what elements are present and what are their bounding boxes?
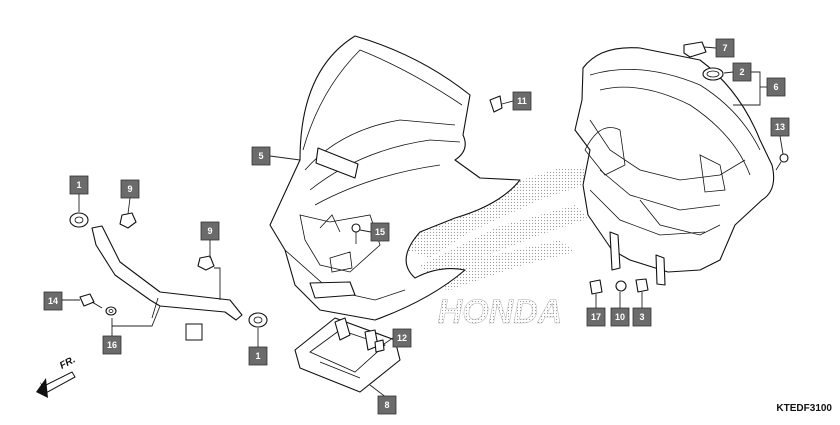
callout-label: 8	[384, 400, 389, 410]
headlight-case	[574, 47, 775, 286]
callout-10: 10	[610, 307, 630, 327]
callout-label: 12	[397, 333, 407, 343]
leader-lines	[62, 46, 784, 399]
part-1-grommet-upper	[69, 212, 89, 228]
callout-label: 9	[207, 226, 212, 236]
callout-label: 14	[48, 296, 58, 306]
part-1-grommet-lower	[248, 312, 268, 328]
callout-label: 10	[615, 312, 625, 322]
part-15-screw	[351, 223, 361, 244]
callout-1-upper: 1	[69, 175, 89, 195]
part-17-bolt	[589, 279, 603, 295]
callout-label: 17	[591, 312, 601, 322]
reference-box	[185, 323, 203, 341]
callout-14: 14	[43, 291, 63, 311]
front-direction-arrow-icon	[36, 371, 76, 398]
callout-16: 16	[102, 335, 122, 355]
honda-watermark-text: HONDA	[438, 293, 563, 331]
part-8-bracket	[294, 317, 401, 393]
callout-11: 11	[512, 91, 532, 111]
callout-label: 9	[127, 184, 132, 194]
part-11-clip	[489, 95, 503, 113]
callout-label: 15	[375, 227, 385, 237]
callout-17: 17	[586, 307, 606, 327]
front-cowl-windscreen	[269, 35, 521, 321]
callout-label: 5	[258, 151, 263, 161]
callout-label: 16	[107, 340, 117, 350]
part-7-clip	[683, 41, 707, 58]
callout-label: 7	[722, 43, 727, 53]
callout-label: 11	[517, 96, 527, 106]
callout-1-lower: 1	[248, 346, 268, 366]
part-9-nut-upper	[119, 212, 137, 229]
callout-3: 3	[632, 307, 652, 327]
callout-12: 12	[392, 328, 412, 348]
callout-9-middle: 9	[200, 221, 220, 241]
callout-label: 1	[76, 180, 81, 190]
part-14-bolt	[79, 293, 103, 309]
callout-2: 2	[732, 62, 752, 82]
callout-label: 6	[773, 82, 778, 92]
honda-wing-watermark: HONDA	[400, 166, 600, 331]
part-2-rubber	[702, 67, 724, 81]
callout-13: 13	[770, 117, 790, 137]
callout-7: 7	[715, 38, 735, 58]
callout-15: 15	[370, 222, 390, 242]
callout-9-upper: 9	[120, 179, 140, 199]
callout-label: 1	[255, 351, 260, 361]
part-13-screw	[775, 153, 789, 171]
callout-label: 13	[775, 122, 785, 132]
callout-8: 8	[377, 395, 397, 415]
part-10-washer	[615, 280, 627, 292]
diagram-code: KTEDF3100	[776, 403, 832, 414]
callout-label: 3	[639, 312, 644, 322]
callout-5: 5	[251, 146, 271, 166]
part-16-washer	[105, 306, 117, 316]
cowl-stay-bracket	[91, 225, 243, 321]
part-9-nut-middle	[197, 255, 215, 271]
callout-label: 2	[739, 67, 744, 77]
callout-6: 6	[766, 77, 786, 97]
part-12-clip	[374, 339, 385, 353]
part-3-nut	[635, 278, 649, 293]
